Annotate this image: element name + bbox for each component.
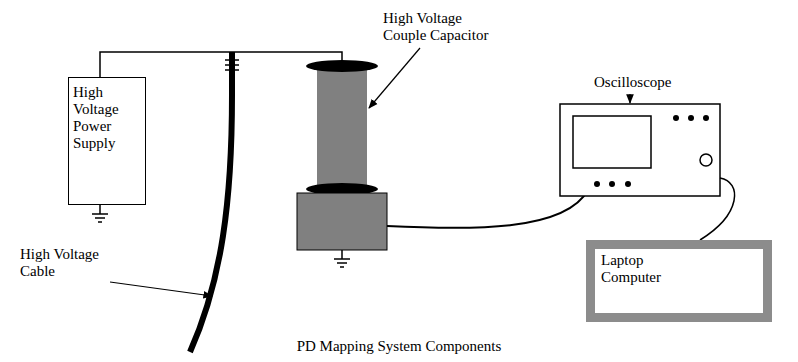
part-label: High Voltage Cable	[20, 246, 112, 280]
ground-symbol	[334, 250, 350, 267]
oscilloscope-screen	[573, 116, 651, 168]
part-label: Oscilloscope	[594, 74, 671, 91]
cable-termination	[225, 60, 239, 70]
leader-arrow	[629, 94, 630, 103]
oscilloscope-knob	[700, 154, 712, 166]
leader-arrow	[110, 282, 212, 296]
signal-cable	[387, 190, 588, 228]
caption: PD Mapping System Components	[0, 338, 798, 355]
oscilloscope-buttons	[594, 115, 709, 187]
laptop-box: Laptop Computer	[586, 240, 772, 322]
capacitor-top	[306, 60, 378, 72]
capacitor-body	[317, 66, 367, 188]
leader-arrow	[369, 48, 420, 108]
node-text: High Voltage Power Supply	[73, 84, 141, 152]
supply-wire	[100, 52, 342, 77]
node-text: Laptop Computer	[601, 252, 681, 286]
ground-symbol	[92, 205, 108, 222]
power-supply-box: High Voltage Power Supply	[68, 77, 146, 205]
data-cable	[700, 178, 735, 240]
oscilloscope-body	[560, 104, 720, 196]
part-label: High Voltage Couple Capacitor	[383, 10, 501, 44]
hv-cable	[190, 52, 232, 352]
laptop-screen: Laptop Computer	[595, 249, 763, 313]
capacitor-base	[297, 193, 387, 250]
